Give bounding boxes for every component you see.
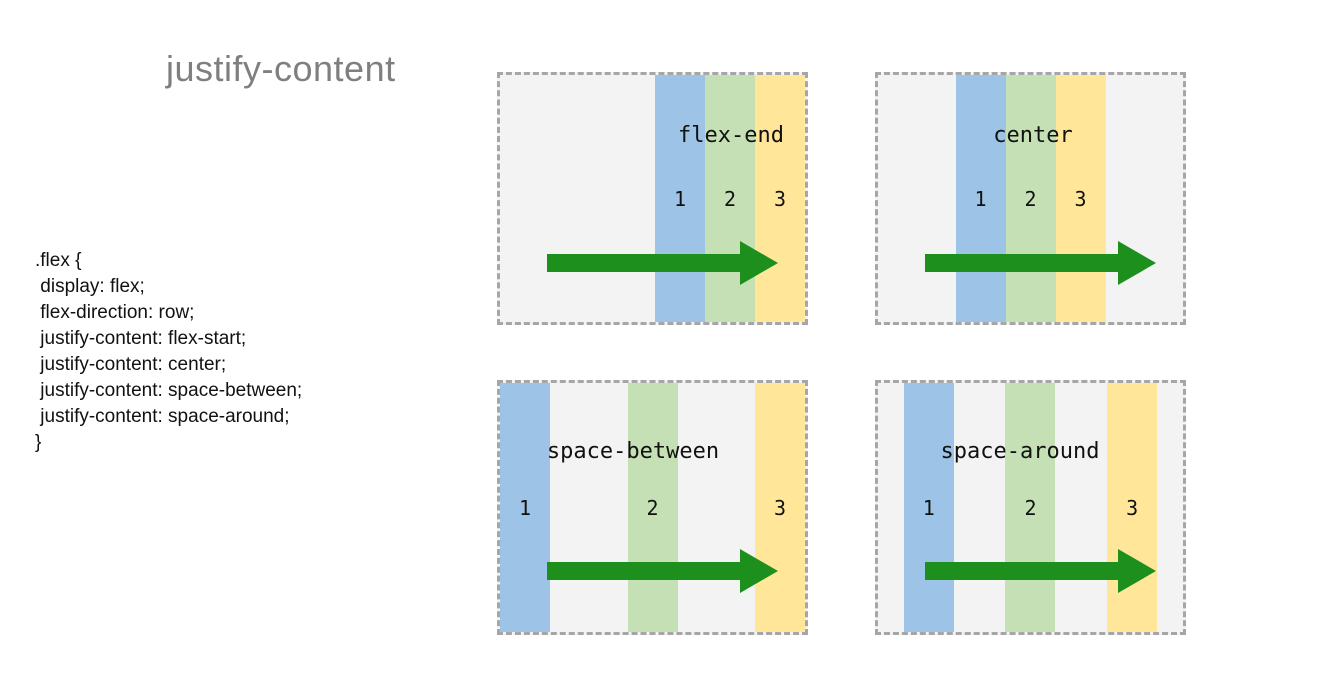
flex-item-1: 1 bbox=[903, 383, 954, 632]
arrow-shaft bbox=[547, 254, 741, 272]
flex-item-number: 3 bbox=[773, 186, 787, 211]
flex-item-number: 1 bbox=[974, 186, 987, 211]
right-arrow-icon bbox=[547, 549, 778, 593]
right-arrow-icon bbox=[925, 241, 1156, 285]
right-arrow-icon bbox=[547, 241, 778, 285]
arrow-shaft bbox=[925, 254, 1119, 272]
code-line: justify-content: flex-start; bbox=[35, 328, 247, 349]
arrow-shaft bbox=[547, 562, 741, 580]
flex-item-3: 3 bbox=[1055, 75, 1106, 322]
demo-label-space-around: space-around bbox=[940, 439, 1100, 464]
flex-item-2: 2 bbox=[627, 383, 678, 632]
flex-item-number: 1 bbox=[518, 495, 532, 520]
demo-label-space-between: space-between bbox=[546, 439, 720, 464]
flex-item-1: 1 bbox=[955, 75, 1006, 322]
flex-item-number: 1 bbox=[922, 495, 935, 520]
code-line: .flex { bbox=[35, 250, 82, 271]
flex-item-number: 2 bbox=[723, 186, 737, 211]
flex-item-2: 2 bbox=[1005, 75, 1056, 322]
demo-label-center: center bbox=[993, 123, 1073, 148]
demo-box-space-around: 1 2 3 space-around bbox=[875, 380, 1186, 635]
flex-item-1: 1 bbox=[655, 75, 705, 322]
code-line: display: flex; bbox=[35, 276, 145, 297]
flex-item-number: 2 bbox=[1024, 495, 1037, 520]
flex-item-number: 3 bbox=[1074, 186, 1087, 211]
flex-item-number: 2 bbox=[646, 495, 659, 520]
arrow-head bbox=[1118, 549, 1156, 593]
flex-item-3: 3 bbox=[755, 383, 805, 632]
demo-label-flex-end: flex-end bbox=[678, 123, 784, 148]
code-line: } bbox=[35, 432, 42, 453]
flex-item-2: 2 bbox=[1005, 383, 1056, 632]
flex-container: 1 2 3 bbox=[500, 383, 805, 632]
code-line: justify-content: space-between; bbox=[35, 380, 303, 401]
flex-container: 1 2 3 bbox=[878, 383, 1183, 632]
code-line: flex-direction: row; bbox=[35, 302, 195, 323]
arrow-shaft bbox=[925, 562, 1119, 580]
flex-item-number: 2 bbox=[1024, 186, 1037, 211]
code-line: justify-content: center; bbox=[35, 354, 227, 375]
flex-item-number: 3 bbox=[773, 495, 787, 520]
demo-box-space-between: 1 2 3 space-between bbox=[497, 380, 808, 635]
arrow-head bbox=[740, 241, 778, 285]
arrow-head bbox=[740, 549, 778, 593]
arrow-head bbox=[1118, 241, 1156, 285]
demo-box-center: 1 2 3 center bbox=[875, 72, 1186, 325]
flex-item-3: 3 bbox=[1107, 383, 1158, 632]
flex-item-1: 1 bbox=[500, 383, 550, 632]
flex-container: 1 2 3 bbox=[878, 75, 1183, 322]
right-arrow-icon bbox=[925, 549, 1156, 593]
code-line: justify-content: space-around; bbox=[35, 406, 290, 427]
css-code-block: .flex { display: flex; flex-direction: r… bbox=[35, 248, 302, 456]
page-title: justify-content bbox=[166, 48, 396, 89]
demo-box-flex-end: 1 2 3 flex-end bbox=[497, 72, 808, 325]
flex-item-number: 3 bbox=[1126, 495, 1139, 520]
flex-item-number: 1 bbox=[673, 186, 687, 211]
